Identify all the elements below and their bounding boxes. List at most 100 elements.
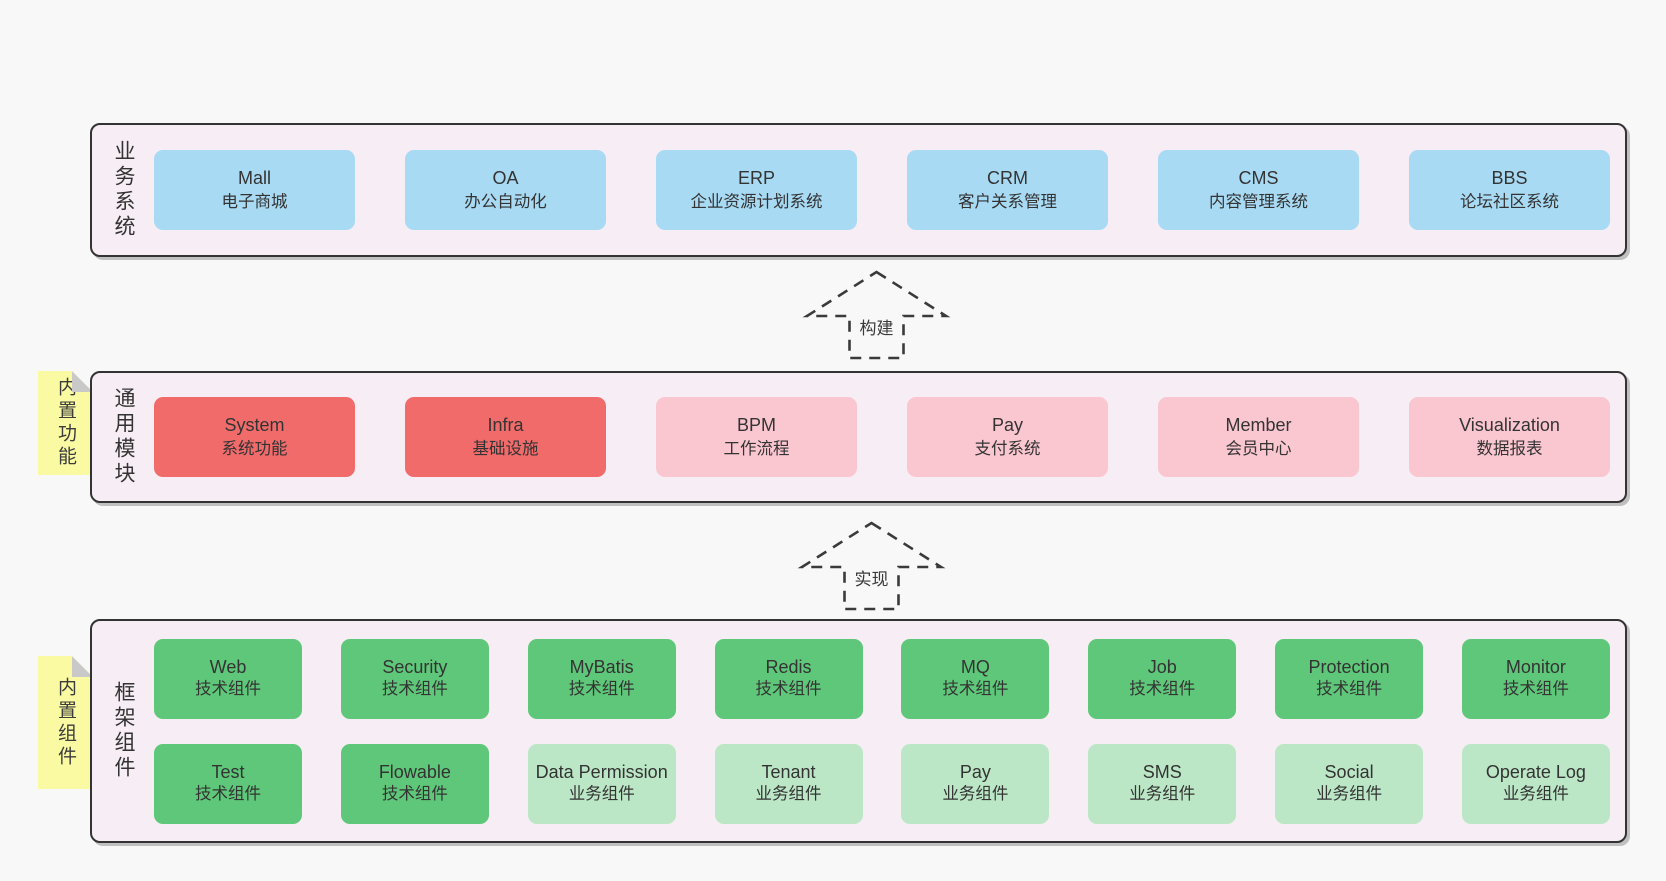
box-title: Tenant <box>761 761 816 782</box>
box-pay-component: Pay 业务组件 <box>901 743 1050 824</box>
box-subtitle: 支付系统 <box>974 440 1041 459</box>
box-cms: CMS 内容管理系统 <box>1158 150 1359 230</box>
box-subtitle: 业务组件 <box>942 785 1009 804</box>
sticky-note-label: 内置功能 <box>55 377 76 469</box>
box-web: Web 技术组件 <box>154 638 302 719</box>
box-title: SMS <box>1142 761 1182 782</box>
box-subtitle: 技术组件 <box>942 680 1009 699</box>
box-title: Redis <box>765 656 812 677</box>
box-subtitle: 技术组件 <box>1129 680 1196 699</box>
box-title: OA <box>492 167 519 188</box>
arrow-label: 实现 <box>852 565 891 590</box>
box-title: Web <box>209 656 247 677</box>
band-boxes: Web 技术组件 Security 技术组件 MyBatis 技术组件 Redi… <box>154 621 1610 841</box>
sticky-note-built-in-components: 内置组件 <box>38 656 93 789</box>
box-infra: Infra 基础设施 <box>405 397 606 477</box>
box-title: Data Permission <box>535 761 668 782</box>
box-subtitle: 办公自动化 <box>464 193 547 212</box>
box-subtitle: 技术组件 <box>381 680 448 699</box>
box-security: Security 技术组件 <box>340 638 489 719</box>
box-title: Test <box>211 761 245 782</box>
band-boxes: System 系统功能 Infra 基础设施 BPM 工作流程 Pay 支付系统… <box>154 373 1610 501</box>
box-oa: OA 办公自动化 <box>405 150 606 230</box>
box-subtitle: 技术组件 <box>1502 680 1569 699</box>
box-mybatis: MyBatis 技术组件 <box>527 638 676 719</box>
box-flowable: Flowable 技术组件 <box>340 743 489 824</box>
box-title: Flowable <box>378 761 451 782</box>
box-subtitle: 基础设施 <box>472 440 539 459</box>
box-test: Test 技术组件 <box>154 743 302 824</box>
band-label-framework-components: 框架组件 <box>112 681 135 781</box>
band-framework-components: 框架组件 Web 技术组件 Security 技术组件 MyBatis 技术组件… <box>90 619 1627 843</box>
box-visualization: Visualization 数据报表 <box>1409 397 1610 477</box>
box-subtitle: 系统功能 <box>221 440 288 459</box>
box-subtitle: 技术组件 <box>1316 680 1383 699</box>
box-subtitle: 企业资源计划系统 <box>690 193 823 212</box>
box-subtitle: 客户关系管理 <box>958 193 1057 212</box>
box-bbs: BBS 论坛社区系统 <box>1409 150 1610 230</box>
box-title: CRM <box>987 167 1028 188</box>
band-label-business-systems: 业务系统 <box>112 140 135 240</box>
box-subtitle: 业务组件 <box>755 785 822 804</box>
box-crm: CRM 客户关系管理 <box>907 150 1108 230</box>
box-title: Pay <box>959 761 991 782</box>
box-erp: ERP 企业资源计划系统 <box>656 150 857 230</box>
box-bpm: BPM 工作流程 <box>656 397 857 477</box>
box-subtitle: 技术组件 <box>755 680 822 699</box>
box-job: Job 技术组件 <box>1088 638 1237 719</box>
box-mq: MQ 技术组件 <box>901 638 1050 719</box>
box-subtitle: 技术组件 <box>195 785 261 804</box>
box-title: Mall <box>237 167 271 188</box>
sticky-note-built-in-features: 内置功能 <box>38 371 93 475</box>
box-protection: Protection 技术组件 <box>1275 638 1424 719</box>
box-title: System <box>224 414 285 435</box>
box-title: Member <box>1225 414 1292 435</box>
box-title: Pay <box>991 414 1024 435</box>
box-title: Security <box>382 656 448 677</box>
box-subtitle: 数据报表 <box>1476 440 1543 459</box>
box-subtitle: 论坛社区系统 <box>1460 193 1559 212</box>
box-title: Job <box>1147 656 1177 677</box>
arrow-build: 构建 <box>802 270 951 360</box>
box-mall: Mall 电子商城 <box>154 150 355 230</box>
box-pay-module: Pay 支付系统 <box>907 397 1108 477</box>
box-subtitle: 电子商城 <box>221 193 288 212</box>
band-boxes: Mall 电子商城 OA 办公自动化 ERP 企业资源计划系统 CRM 客户关系… <box>154 125 1610 255</box>
box-title: BBS <box>1491 167 1528 188</box>
box-subtitle: 技术组件 <box>381 785 448 804</box>
box-subtitle: 业务组件 <box>1502 785 1569 804</box>
box-title: ERP <box>737 167 775 188</box>
box-subtitle: 业务组件 <box>568 785 635 804</box>
box-title: BPM <box>736 414 776 435</box>
box-monitor: Monitor 技术组件 <box>1461 638 1610 719</box>
box-title: Monitor <box>1505 656 1566 677</box>
box-title: Protection <box>1308 656 1390 677</box>
box-title: MQ <box>960 656 990 677</box>
box-tenant: Tenant 业务组件 <box>714 743 863 824</box>
arrow-implement: 实现 <box>797 521 946 611</box>
box-title: Operate Log <box>1485 761 1586 782</box>
box-subtitle: 会员中心 <box>1225 440 1292 459</box>
band-business-systems: 业务系统 Mall 电子商城 OA 办公自动化 ERP 企业资源计划系统 CRM… <box>90 123 1627 257</box>
box-title: CMS <box>1238 167 1279 188</box>
box-sms: SMS 业务组件 <box>1088 743 1237 824</box>
box-subtitle: 内容管理系统 <box>1209 193 1308 212</box>
box-social: Social 业务组件 <box>1275 743 1424 824</box>
band-common-modules: 通用模块 System 系统功能 Infra 基础设施 BPM 工作流程 Pay… <box>90 371 1627 503</box>
box-operate-log: Operate Log 业务组件 <box>1461 743 1610 824</box>
component-row-2: Test 技术组件 Flowable 技术组件 Data Permission … <box>154 743 1610 824</box>
box-subtitle: 技术组件 <box>568 680 635 699</box>
box-system: System 系统功能 <box>154 397 355 477</box>
box-subtitle: 业务组件 <box>1129 785 1196 804</box>
box-subtitle: 技术组件 <box>195 680 261 699</box>
box-title: Social <box>1324 761 1374 782</box>
sticky-note-label: 内置组件 <box>55 676 76 769</box>
box-title: Visualization <box>1459 414 1560 435</box>
band-label-common-modules: 通用模块 <box>112 387 135 487</box>
component-row-1: Web 技术组件 Security 技术组件 MyBatis 技术组件 Redi… <box>154 638 1610 719</box>
box-redis: Redis 技术组件 <box>714 638 863 719</box>
box-data-permission: Data Permission 业务组件 <box>527 743 676 824</box>
arrow-label: 构建 <box>857 314 896 339</box>
box-title: Infra <box>487 414 524 435</box>
